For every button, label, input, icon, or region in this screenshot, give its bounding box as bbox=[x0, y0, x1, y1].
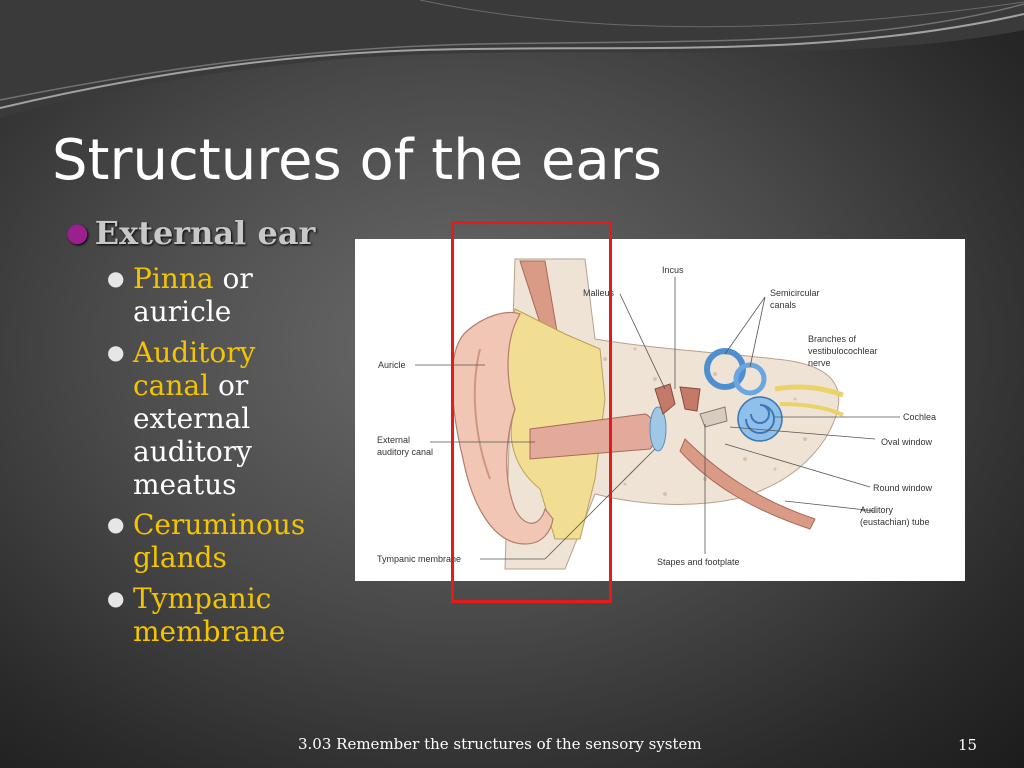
sub-bullet-dot-icon: ● bbox=[107, 586, 125, 610]
term-canal: canal bbox=[133, 369, 210, 402]
sub-bullet-dot-icon: ● bbox=[107, 340, 125, 364]
label-semicircular-line1: Semicircular bbox=[770, 288, 820, 298]
term-tympanic-membrane: Tympanic membrane bbox=[133, 582, 286, 648]
slide-footer: 3.03 Remember the structures of the sens… bbox=[298, 735, 702, 753]
bullet-external-ear: ●External ear bbox=[66, 214, 315, 252]
connector-or: or bbox=[213, 262, 253, 295]
term-ceruminous-glands: Ceruminous glands bbox=[133, 508, 306, 574]
slide-title: Structures of the ears bbox=[52, 128, 662, 193]
label-branches-line3: nerve bbox=[808, 358, 831, 368]
label-oval-window: Oval window bbox=[881, 437, 933, 447]
label-auditory-tube-line2: (eustachian) tube bbox=[860, 517, 930, 527]
label-cochlea: Cochlea bbox=[903, 412, 936, 422]
sub-bullet-tympanic-membrane: ● Tympanic membrane bbox=[107, 582, 329, 648]
page-number: 15 bbox=[958, 736, 978, 754]
label-auditory-tube-line1: Auditory bbox=[860, 505, 894, 515]
ear-anatomy-figure: Incus Malleus Semicircular canals Branch… bbox=[355, 239, 965, 581]
label-stapes: Stapes and footplate bbox=[657, 557, 740, 567]
label-branches-line2: vestibulocochlear bbox=[808, 346, 878, 356]
label-incus: Incus bbox=[662, 265, 684, 275]
bullet-heading: External ear bbox=[94, 214, 316, 252]
bullet-dot-icon: ● bbox=[66, 218, 89, 248]
label-branches-line1: Branches of bbox=[808, 334, 857, 344]
sub-bullet-auditory-canal: ● Auditory canal or external auditory me… bbox=[107, 336, 329, 501]
sub-bullet-pinna: ● Pinna or auricle bbox=[107, 262, 329, 328]
connector-or: or bbox=[209, 369, 249, 402]
sub-bullet-dot-icon: ● bbox=[107, 512, 125, 536]
term-pinna: Pinna bbox=[133, 262, 214, 295]
sub-bullet-ceruminous-glands: ● Ceruminous glands bbox=[107, 508, 329, 574]
label-round-window: Round window bbox=[873, 483, 933, 493]
ear-anatomy-illustration: Incus Malleus Semicircular canals Branch… bbox=[377, 258, 936, 570]
term-auditory: Auditory bbox=[133, 336, 256, 369]
label-malleus: Malleus bbox=[583, 288, 615, 298]
label-semicircular-line2: canals bbox=[770, 300, 797, 310]
highlight-box-external-ear bbox=[451, 221, 612, 603]
term-auricle: auricle bbox=[133, 295, 232, 328]
label-external-line1: External bbox=[377, 435, 410, 445]
term-external-auditory-meatus: external auditory meatus bbox=[133, 402, 252, 501]
label-external-line2: auditory canal bbox=[377, 447, 433, 457]
header-swoosh-decoration bbox=[0, 0, 1024, 118]
label-auricle: Auricle bbox=[378, 360, 406, 370]
sub-bullet-dot-icon: ● bbox=[107, 266, 125, 290]
label-tympanic-membrane: Tympanic membrane bbox=[377, 554, 461, 564]
